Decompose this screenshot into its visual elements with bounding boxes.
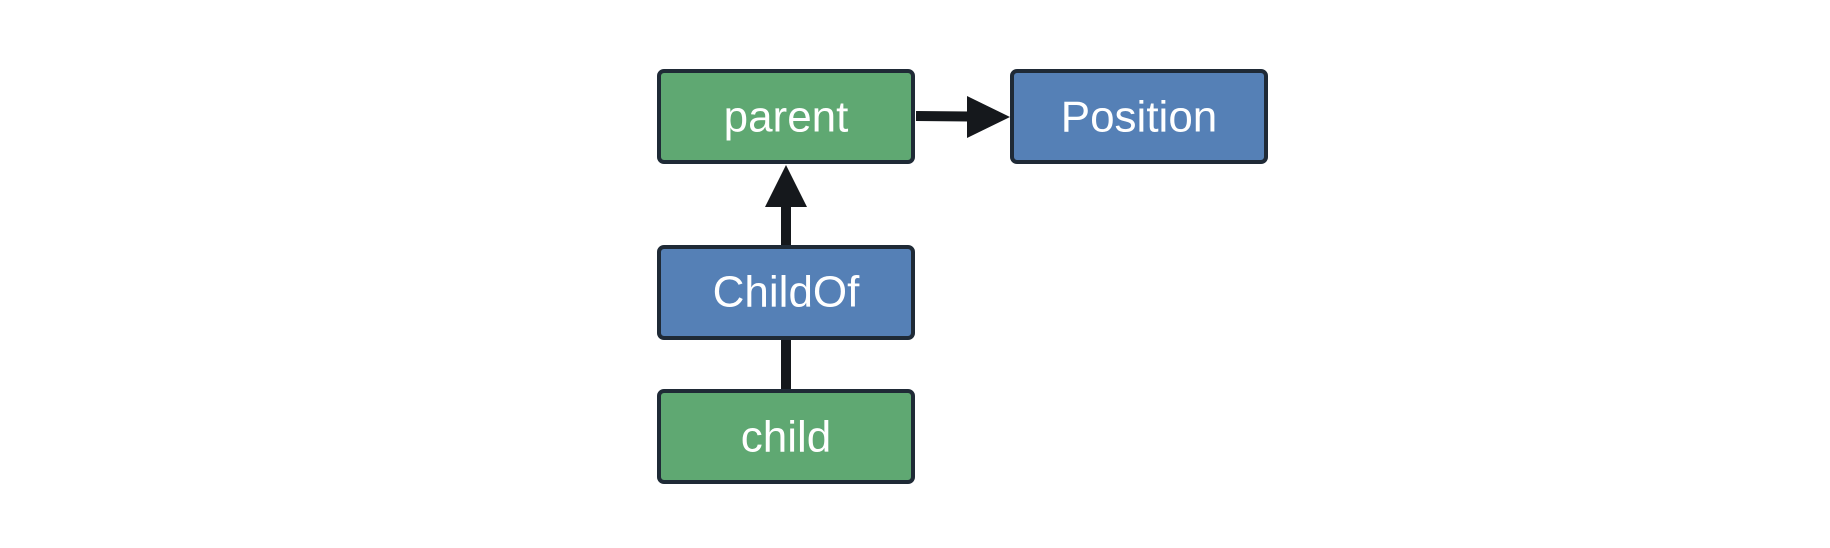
edge-parent-to-position <box>915 111 971 122</box>
node-childof: ChildOf <box>657 245 915 340</box>
node-position-label: Position <box>1061 93 1218 142</box>
node-childof-label: ChildOf <box>713 268 860 317</box>
node-child-box <box>657 389 915 484</box>
node-position: Position <box>1010 69 1268 164</box>
node-child-label: child <box>741 413 832 462</box>
node-childof-box <box>657 245 915 340</box>
node-child: child <box>657 389 915 484</box>
edges <box>765 96 1010 391</box>
arrowhead-to-parent <box>765 165 807 207</box>
node-parent-label: parent <box>724 93 849 142</box>
node-position-box <box>1010 69 1268 164</box>
node-parent: parent <box>657 69 915 164</box>
arrowhead-to-position <box>967 96 1010 138</box>
node-parent-box <box>657 69 915 164</box>
